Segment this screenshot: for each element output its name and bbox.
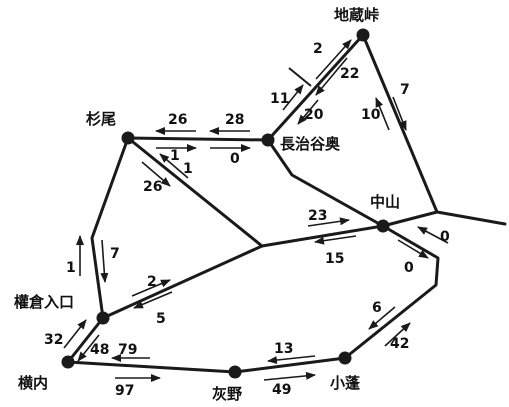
road-kohachi-haino xyxy=(233,356,347,374)
arrow-diag-down xyxy=(141,161,171,187)
count-label: 22 xyxy=(340,66,359,82)
arrow-jizo-up xyxy=(315,39,352,80)
count-label: 2 xyxy=(147,274,157,290)
count-label: 15 xyxy=(325,251,344,267)
arrow-diag-up xyxy=(159,153,189,179)
node-hasejidani-oku xyxy=(261,133,275,147)
arrow-jizo-down xyxy=(315,57,348,96)
count-label: 23 xyxy=(308,208,327,224)
count-label: 26 xyxy=(168,112,187,128)
node-kohachi xyxy=(338,351,352,365)
arrow-hasejidani-up xyxy=(282,84,304,111)
count-label: 0 xyxy=(404,260,414,276)
road-sugio-hasejidani xyxy=(126,136,270,142)
road-nakayama-east xyxy=(381,210,507,228)
count-label: 49 xyxy=(272,382,291,398)
nodes xyxy=(61,28,390,379)
direction-arrows xyxy=(63,39,449,382)
count-label: 42 xyxy=(390,336,409,352)
road-hasejidani-nakayama xyxy=(266,138,385,228)
arrow-east-down xyxy=(392,96,407,131)
count-label: 0 xyxy=(440,229,450,245)
node-haino xyxy=(228,365,242,379)
count-label: 20 xyxy=(304,107,324,123)
count-label: 11 xyxy=(270,91,289,107)
count-label: 26 xyxy=(143,179,162,195)
label-nakayama: 中山 xyxy=(370,193,400,211)
label-jizo-pass: 地蔵峠 xyxy=(334,6,379,24)
place-labels: 地蔵峠 杉尾 長治谷奥 中山 權倉入口 横内 灰野 小蓬 xyxy=(14,6,400,403)
arrow-mid-west xyxy=(314,235,357,245)
node-yokouchi xyxy=(61,355,75,369)
label-yokouchi: 横内 xyxy=(18,374,48,392)
label-sugio: 杉尾 xyxy=(86,110,116,128)
node-jizo-pass xyxy=(356,28,370,42)
count-label: 1 xyxy=(183,161,193,177)
arrow-mid-east xyxy=(307,217,350,227)
arrow-right-down-out xyxy=(397,239,429,259)
count-label: 6 xyxy=(372,300,382,316)
count-label: 79 xyxy=(118,342,137,358)
node-sugio xyxy=(121,131,135,145)
count-label: 1 xyxy=(66,260,76,276)
count-point-marker xyxy=(288,67,312,87)
road-nakayama-kohachi xyxy=(343,224,440,360)
arrow-diag2-down xyxy=(133,291,173,309)
road-sugio-junction xyxy=(126,136,264,248)
arrow-east-up xyxy=(375,97,390,131)
road-kurakura-junction xyxy=(101,244,264,320)
node-kurakura-entrance xyxy=(96,311,110,325)
arrow-yoko-up xyxy=(63,319,87,349)
arrow-kohachi-down xyxy=(368,306,396,330)
road-junction-nakayama xyxy=(260,224,385,248)
count-label: 7 xyxy=(110,246,120,262)
arrow-bot-west-2 xyxy=(267,355,316,365)
count-label: 0 xyxy=(230,151,240,167)
road-haino-yokouchi xyxy=(66,360,237,374)
arrow-yoko-down xyxy=(77,334,100,362)
road-sugio-kurakura xyxy=(90,136,130,320)
arrow-right-up-in xyxy=(417,226,449,244)
label-kohachi: 小蓬 xyxy=(330,374,361,392)
label-hasejidani-oku: 長治谷奥 xyxy=(280,135,341,153)
count-label: 2 xyxy=(313,41,323,57)
arrow-diag2-up xyxy=(131,279,171,297)
arrow-left-down xyxy=(100,239,109,283)
arrow-hasejidani-down xyxy=(297,99,319,125)
arrow-kohachi-up xyxy=(384,322,411,347)
count-label: 48 xyxy=(90,342,109,358)
count-label: 7 xyxy=(400,82,410,98)
count-label: 13 xyxy=(274,341,293,357)
node-nakayama xyxy=(376,219,390,233)
label-haino: 灰野 xyxy=(212,385,242,403)
road-network xyxy=(66,33,507,374)
count-label: 28 xyxy=(225,112,244,128)
road-yokouchi-kurakura xyxy=(66,316,105,364)
count-label: 32 xyxy=(44,332,63,348)
count-label: 1 xyxy=(170,148,180,164)
count-label: 10 xyxy=(361,107,381,123)
arrow-bot-east-2 xyxy=(263,371,316,381)
count-label: 5 xyxy=(156,311,166,327)
count-label: 97 xyxy=(115,383,134,399)
label-kurakura-entrance: 權倉入口 xyxy=(14,293,74,311)
road-jizo-east xyxy=(361,33,439,214)
count-labels: 2 22 11 20 7 10 26 28 1 0 26 1 1 7 23 15… xyxy=(44,41,450,399)
